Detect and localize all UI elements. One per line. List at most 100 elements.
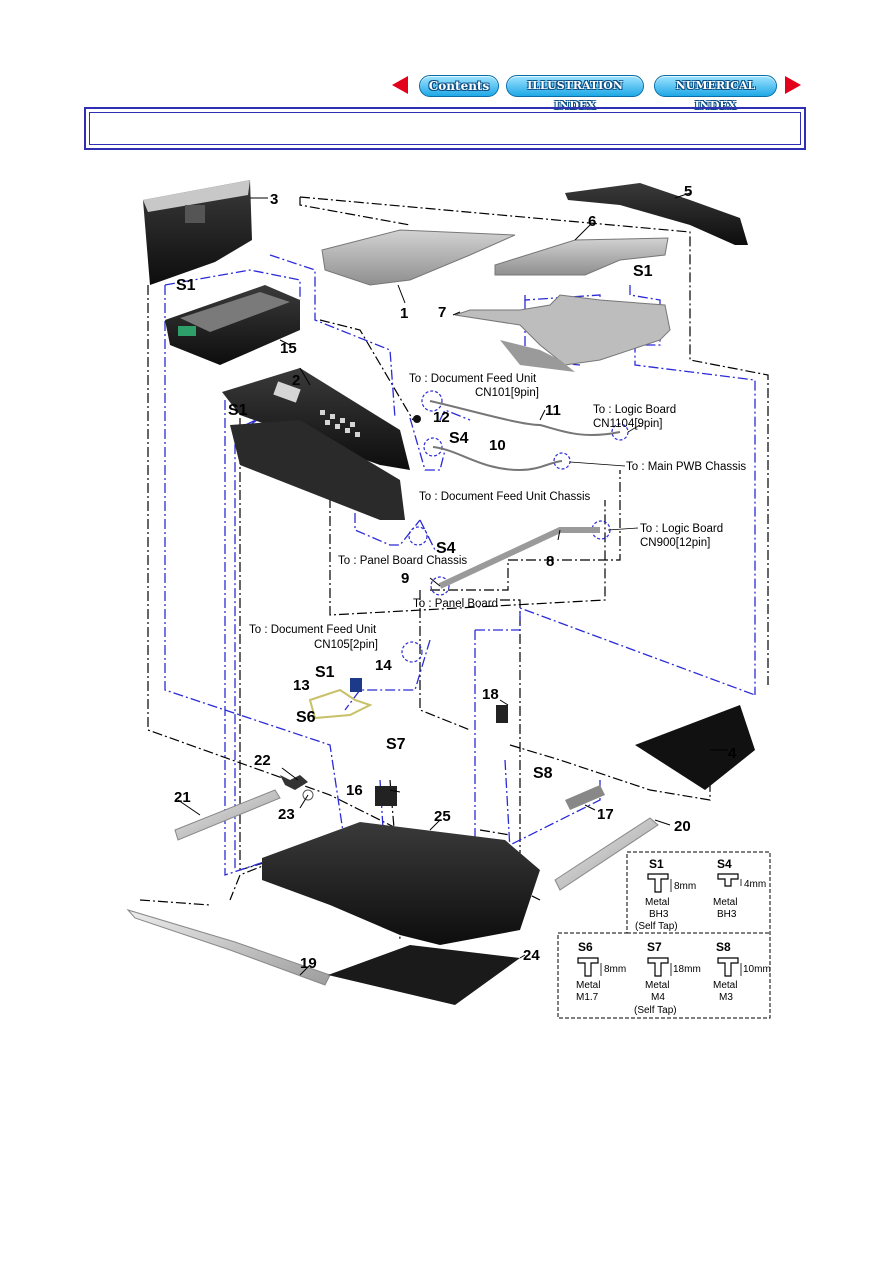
- label-cn900: CN900[12pin]: [640, 537, 710, 549]
- part-number-9: 9: [401, 570, 409, 587]
- numerical-index-button[interactable]: NUMERICAL INDEX: [654, 75, 777, 112]
- part-1-shape: [321, 229, 516, 286]
- part-number-10: 10: [489, 437, 506, 454]
- part-number-21: 21: [174, 789, 191, 806]
- legend-s1-id: S1: [649, 857, 664, 871]
- screw-s8-icon: [717, 957, 739, 977]
- label-cn101: CN101[9pin]: [475, 387, 539, 399]
- legend-s8-id: S8: [716, 940, 731, 954]
- part-number-14: 14: [375, 657, 392, 674]
- label-panel-board-chassis: To : Panel Board Chassis: [338, 555, 467, 567]
- screw-dimension-marks: [600, 879, 742, 976]
- screw-callout-s7: S7: [386, 736, 406, 753]
- legend-s1-note: (Self Tap): [635, 921, 678, 932]
- next-page-icon[interactable]: [785, 76, 801, 94]
- screw-callout-s6: S6: [296, 709, 316, 726]
- part-21-shape: [174, 789, 281, 841]
- legend-s8-type: M3: [719, 992, 733, 1003]
- legend-s6-length: 8mm: [604, 964, 626, 975]
- label-doc-feed-chassis: To : Document Feed Unit Chassis: [419, 491, 591, 503]
- legend-s7-id: S7: [647, 940, 662, 954]
- part-number-24: 24: [523, 947, 540, 964]
- part-number-3: 3: [270, 191, 278, 208]
- legend-s4-material: Metal: [713, 897, 737, 908]
- part-17-shape: [565, 785, 605, 810]
- label-main-pwb: To : Main PWB Chassis: [626, 461, 746, 473]
- part-5-shape: [565, 183, 748, 245]
- legend-s6-material: Metal: [576, 980, 600, 991]
- legend-s7-length: 18mm: [673, 964, 701, 975]
- label-pointers: [569, 424, 641, 531]
- part-23-shape: [302, 789, 314, 801]
- part-number-17: 17: [597, 806, 614, 823]
- screw-callout-s8: S8: [533, 765, 553, 782]
- part-number-19: 19: [300, 955, 317, 972]
- screw-callout-s4-a: S4: [449, 430, 469, 447]
- screw-s4-icon: [717, 873, 739, 887]
- screw-callout-s1-c: S1: [228, 402, 248, 419]
- part-20-shape: [554, 817, 659, 891]
- screw-callout-s4-b: S4: [436, 540, 456, 557]
- panel-board-shape: [230, 420, 405, 520]
- part-number-13: 13: [293, 677, 310, 694]
- part-number-8: 8: [546, 553, 554, 570]
- title-frame-inner: [89, 112, 801, 145]
- leader-lines: [177, 192, 728, 976]
- legend-s1-material: Metal: [645, 897, 669, 908]
- part-number-1: 1: [400, 305, 408, 322]
- part-number-18: 18: [482, 686, 499, 703]
- part-18-shape: [496, 705, 508, 723]
- label-logic-board-1: To : Logic Board: [593, 404, 676, 416]
- legend-s1-length: 8mm: [674, 881, 696, 892]
- legend-s6-type: M1.7: [576, 992, 599, 1003]
- part-number-11: 11: [545, 402, 561, 419]
- previous-page-icon[interactable]: [392, 76, 408, 94]
- part-3-shape: [143, 180, 252, 285]
- label-logic-board-2: To : Logic Board: [640, 523, 723, 535]
- part-number-23: 23: [278, 806, 295, 823]
- part-number-2: 2: [292, 372, 300, 389]
- part-number-5: 5: [684, 183, 692, 200]
- part-6-shape: [494, 237, 669, 276]
- legend-s1-type: BH3: [649, 909, 669, 920]
- part-7-side: [500, 340, 575, 372]
- part-4-shape: [635, 705, 755, 790]
- part-number-4: 4: [728, 745, 737, 762]
- part-11-shape: [429, 400, 621, 436]
- legend-s4-type: BH3: [717, 909, 737, 920]
- part-19-shape: [126, 909, 331, 986]
- label-doc-feed-cn101: To : Document Feed Unit: [409, 373, 537, 385]
- part-14-shape: [350, 678, 362, 692]
- contents-button[interactable]: Contents: [419, 75, 499, 97]
- screw-icons: [577, 873, 739, 977]
- part-24-shape: [328, 945, 520, 1005]
- legend-s8-material: Metal: [713, 980, 737, 991]
- legend-s6-id: S6: [578, 940, 593, 954]
- screw-callout-s1-a: S1: [176, 277, 196, 294]
- screw-s1-icon: [647, 873, 669, 893]
- part-number-12: 12: [433, 409, 450, 426]
- part-15-shape: [165, 285, 300, 365]
- part-number-7: 7: [438, 304, 446, 321]
- title-frame: [84, 107, 806, 150]
- screw-s7-icon: [647, 957, 669, 977]
- legend-s4-id: S4: [717, 857, 732, 871]
- part-10-shape: [432, 446, 563, 472]
- legend-s7-material: Metal: [645, 980, 669, 991]
- part-25-shape: [262, 822, 540, 945]
- legend-s4-length: 4mm: [744, 879, 766, 890]
- screw-legend-frame: [557, 851, 771, 1019]
- part-2-shape: [222, 368, 410, 470]
- label-doc-feed-cn105: To : Document Feed Unit: [249, 624, 377, 636]
- legend-s8-length: 10mm: [743, 964, 771, 975]
- part-number-15: 15: [280, 340, 297, 357]
- screw-callout-s1-b: S1: [633, 263, 653, 280]
- connector-circles: [401, 390, 629, 663]
- part-number-6: 6: [588, 213, 596, 230]
- label-cn105: CN105[2pin]: [314, 639, 378, 651]
- label-cn1104: CN1104[9pin]: [593, 418, 662, 430]
- part-12-shape: [413, 415, 421, 423]
- part-16-shape: [375, 786, 397, 806]
- part-13-shape: [308, 688, 373, 720]
